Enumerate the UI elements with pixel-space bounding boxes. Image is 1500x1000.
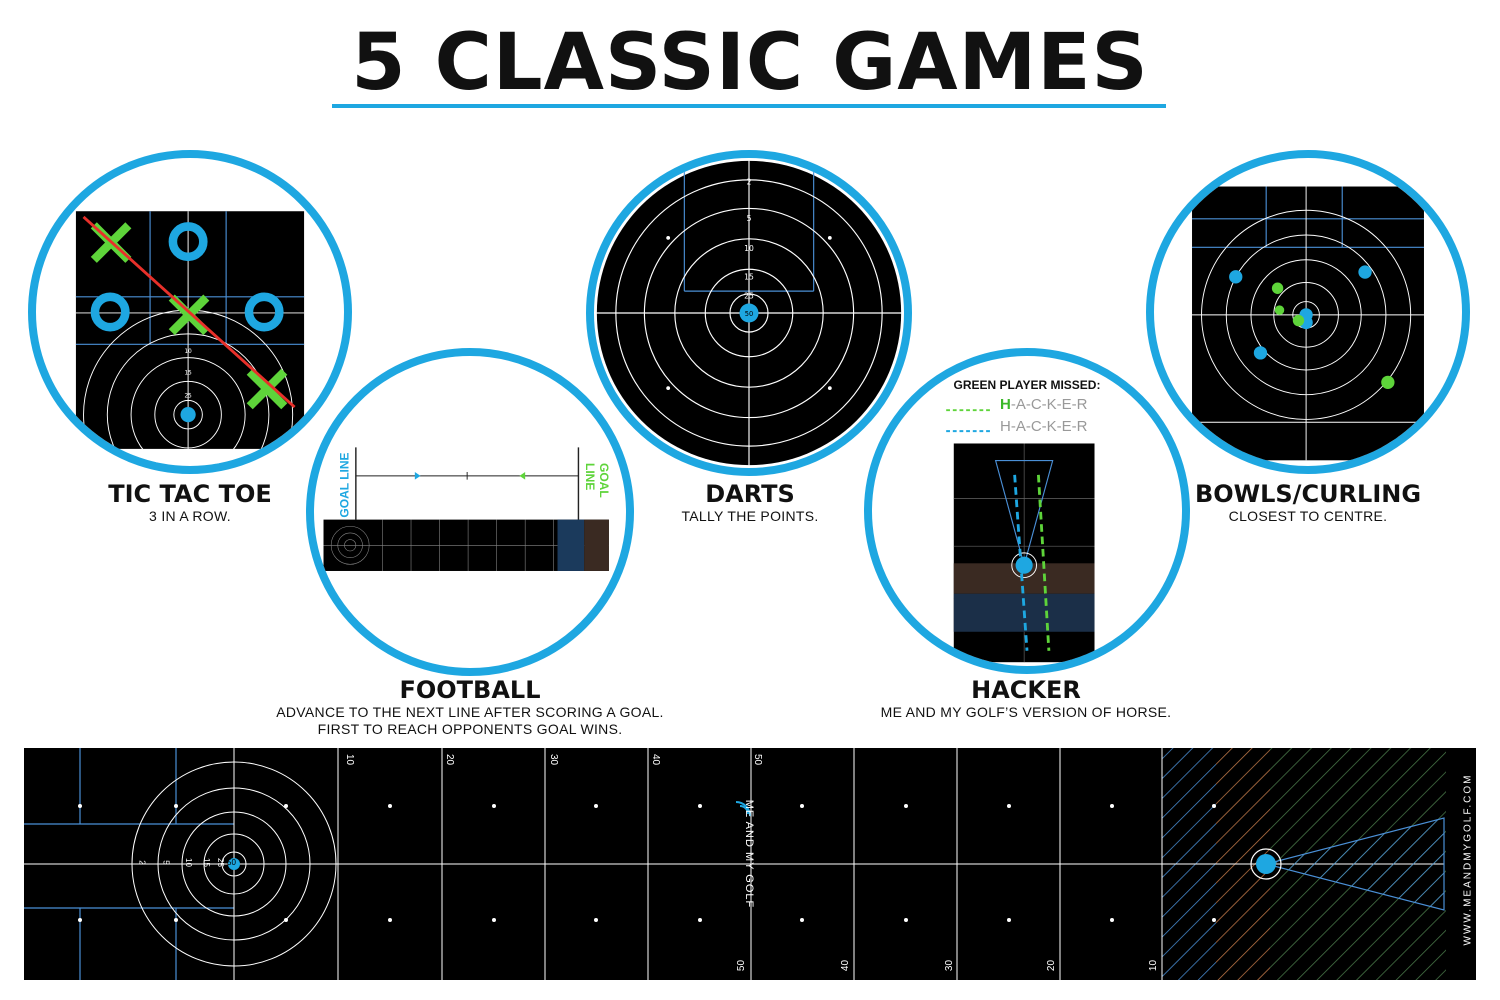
svg-text:25: 25	[744, 292, 754, 301]
bowls-circle	[1146, 150, 1470, 474]
hacker-blue-word: H-A-C-K-E-R	[1000, 418, 1088, 435]
football-label: FOOTBALL ADVANCE TO THE NEXT LINE AFTER …	[220, 676, 720, 738]
bowls-illustration	[1192, 186, 1424, 461]
goal-line-left: GOAL LINE	[337, 452, 352, 518]
target-number-50: 50	[227, 858, 236, 867]
target-number-15: 15	[201, 858, 211, 867]
darts-circle: 50 25 15 10 5 2	[586, 150, 912, 476]
target-number-2: 2	[137, 860, 147, 865]
svg-text:10: 10	[184, 349, 192, 355]
mat-distance-top-50: 50	[752, 753, 764, 766]
game-name: TIC TAC TOE	[108, 480, 272, 508]
hacker-illustration	[946, 409, 1095, 663]
mat-brand: ME AND MY GOLF	[743, 799, 755, 909]
mat-distance-top-10: 10	[344, 753, 356, 766]
game-desc-2: FIRST TO REACH OPPONENTS GOAL WINS.	[317, 721, 623, 737]
tic-tac-toe-illustration: 25 15 10	[75, 211, 305, 466]
mat-distance-bottom-50: 50	[736, 959, 748, 972]
title-underline	[332, 104, 1166, 108]
mat-distance-top-20: 20	[444, 753, 456, 766]
page-title: 5 CLASSIC GAMES	[351, 18, 1149, 108]
football-circle: GOAL LINE GOAL LINE	[306, 348, 634, 676]
svg-text:25: 25	[184, 394, 192, 400]
svg-text:15: 15	[184, 371, 192, 377]
hacker-rest: -A-C-K-E-R	[1010, 396, 1088, 413]
game-desc: CLOSEST TO CENTRE.	[1228, 508, 1388, 524]
mat-website: WWW.MEANDMYGOLF.COM	[1462, 773, 1474, 946]
putting-mat-illustration	[24, 748, 1446, 980]
hacker-heading: GREEN PLAYER MISSED:	[953, 378, 1101, 392]
game-name: FOOTBALL	[399, 676, 541, 704]
mat-distance-top-30: 30	[548, 753, 560, 766]
hacker-green-word: H-A-C-K-E-R	[1000, 396, 1088, 413]
darts-illustration: 50 25 15 10 5 2	[594, 158, 904, 468]
game-desc: ME AND MY GOLF’S VERSION OF HORSE.	[880, 704, 1172, 720]
mat-distance-bottom-10: 10	[1148, 959, 1160, 972]
game-desc: 3 IN A ROW.	[149, 508, 231, 524]
game-desc: ADVANCE TO THE NEXT LINE AFTER SCORING A…	[276, 704, 664, 720]
hacker-label: HACKER ME AND MY GOLF’S VERSION OF HORSE…	[826, 676, 1226, 721]
football-illustration	[323, 447, 609, 571]
game-name: DARTS	[705, 480, 795, 508]
svg-text:5: 5	[747, 214, 752, 223]
target-number-25: 25	[215, 858, 225, 867]
svg-text:15: 15	[744, 273, 754, 282]
game-name: HACKER	[971, 676, 1081, 704]
mat-distance-bottom-20: 20	[1046, 959, 1058, 972]
svg-text:10: 10	[744, 244, 754, 253]
darts-label: DARTS TALLY THE POINTS.	[600, 480, 900, 525]
game-name: BOWLS/CURLING	[1194, 480, 1422, 508]
tic-tac-toe-circle: 25 15 10	[28, 150, 352, 474]
mat-distance-bottom-40: 40	[840, 959, 852, 972]
mat-distance-top-40: 40	[650, 753, 662, 766]
target-number-10: 10	[183, 858, 193, 867]
bowls-label: BOWLS/CURLING CLOSEST TO CENTRE.	[1158, 480, 1458, 525]
mat-distance-bottom-30: 30	[944, 959, 956, 972]
game-desc: TALLY THE POINTS.	[681, 508, 819, 524]
hacker-circle: GREEN PLAYER MISSED: H-A-C-K-E-R H-A-C-K…	[864, 348, 1190, 674]
target-number-5: 5	[161, 860, 171, 865]
putting-mat: ME AND MY GOLF WWW.MEANDMYGOLF.COM 10 20…	[24, 748, 1476, 980]
tic-tac-toe-label: TIC TAC TOE 3 IN A ROW.	[40, 480, 340, 525]
svg-text:50: 50	[745, 310, 753, 318]
hacker-first-letter: H	[1000, 396, 1011, 413]
svg-text:2: 2	[747, 178, 752, 187]
